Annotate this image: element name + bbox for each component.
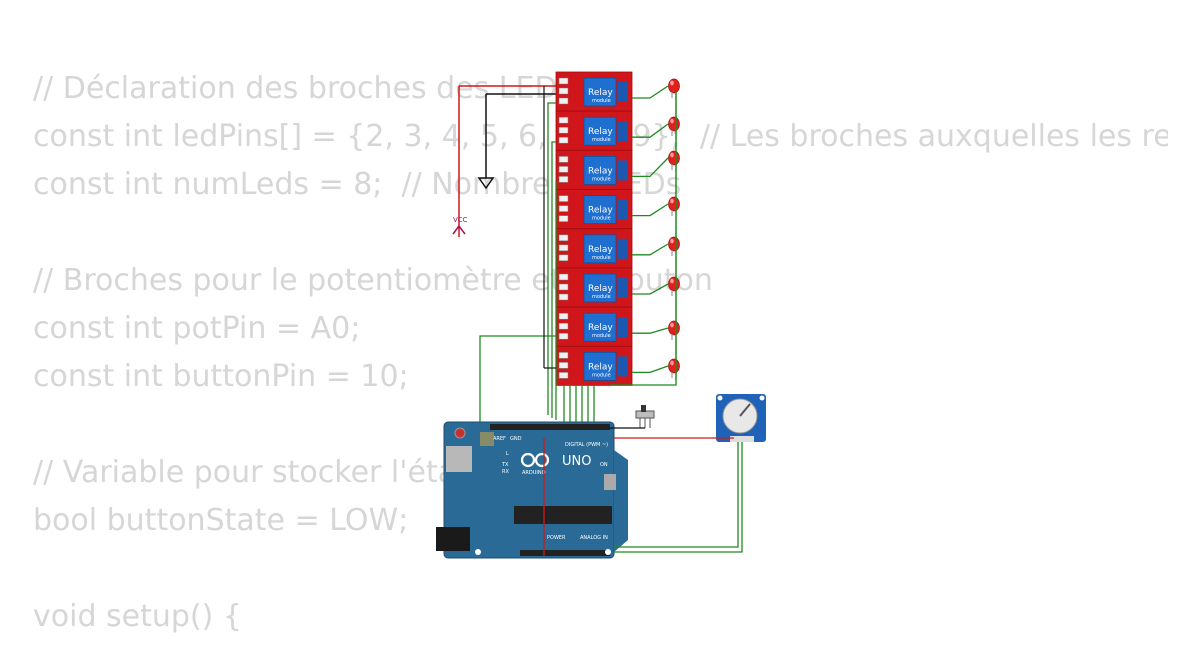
- usb-port: [446, 446, 472, 472]
- code-line: const int buttonPin = 10;: [33, 359, 409, 394]
- led-red[interactable]: [668, 150, 680, 170]
- led-red[interactable]: [668, 358, 680, 378]
- relay-label: Relay: [588, 206, 613, 216]
- relay-signal-wires: [479, 102, 677, 425]
- slide-switch[interactable]: [610, 405, 655, 429]
- code-line: const int numLeds = 8; // Nombre de LEDs: [33, 167, 682, 202]
- code-line: bool buttonState = LOW;: [33, 503, 409, 538]
- rx-label: RX: [502, 469, 509, 475]
- relay-sublabel: module: [592, 176, 611, 182]
- led-red[interactable]: [668, 276, 680, 296]
- relay-sublabel: module: [592, 294, 611, 300]
- relay-label: Relay: [588, 284, 613, 294]
- relay-label: Relay: [588, 362, 613, 372]
- code-line: const int ledPins[] = {2, 3, 4, 5, 6, 7,…: [33, 119, 1168, 154]
- led-red[interactable]: [668, 236, 680, 256]
- led-red[interactable]: [668, 320, 680, 340]
- relay-label: Relay: [588, 88, 613, 98]
- vcc-symbol[interactable]: VCC: [452, 85, 556, 237]
- reset-button-icon[interactable]: [454, 427, 466, 439]
- atmega-chip: [514, 506, 612, 524]
- led-red[interactable]: [668, 196, 680, 216]
- aref-label: AREF: [493, 436, 506, 442]
- relay-label: Relay: [588, 166, 613, 176]
- code-line: const int potPin = A0;: [33, 311, 361, 346]
- relay-sublabel: module: [592, 216, 611, 222]
- relay-sublabel: module: [592, 137, 611, 143]
- relay-led-wires: [632, 85, 669, 374]
- led-red[interactable]: [668, 116, 680, 136]
- relay-sublabel: module: [592, 372, 611, 378]
- gnd-label: GND: [510, 436, 522, 442]
- code-line: void setup() {: [33, 599, 242, 634]
- digital-header: [490, 424, 610, 430]
- l-label: L: [506, 451, 509, 457]
- board-brand: ARDUINO: [522, 470, 546, 476]
- led-column: [668, 78, 680, 378]
- relay-module-stack: RelaymoduleRelaymoduleRelaymoduleRelaymo…: [555, 71, 633, 386]
- vcc-label: VCC: [453, 216, 468, 224]
- relay-sublabel: module: [592, 255, 611, 261]
- relay-sublabel: module: [592, 333, 611, 339]
- tx-label: TX: [501, 462, 509, 468]
- analog-label: ANALOG IN: [580, 535, 608, 541]
- led-red[interactable]: [668, 78, 680, 98]
- power-analog-header: [520, 550, 610, 556]
- on-label: ON: [600, 462, 608, 468]
- relay-label: Relay: [588, 127, 613, 137]
- circuit-diagram: VCC RelaymoduleRelaymoduleRelaymoduleRel…: [436, 71, 766, 559]
- board-name: UNO: [562, 454, 591, 469]
- relay-label: Relay: [588, 245, 613, 255]
- relay-label: Relay: [588, 323, 613, 333]
- relay-power-wires: [543, 86, 556, 369]
- power-jack: [436, 527, 470, 551]
- arduino-uno-board[interactable]: UNO ARDUINO DIGITAL (PWM ~) POWER ANALOG…: [436, 421, 628, 559]
- potentiometer[interactable]: [716, 394, 766, 442]
- potentiometer-wires: [543, 437, 743, 556]
- power-label: POWER: [547, 535, 566, 541]
- code-line: // Broches pour le potentiomètre et le b…: [33, 263, 713, 298]
- digital-label: DIGITAL (PWM ~): [565, 442, 608, 448]
- relay-sublabel: module: [592, 98, 611, 104]
- arduino-logo-icon: [520, 452, 536, 468]
